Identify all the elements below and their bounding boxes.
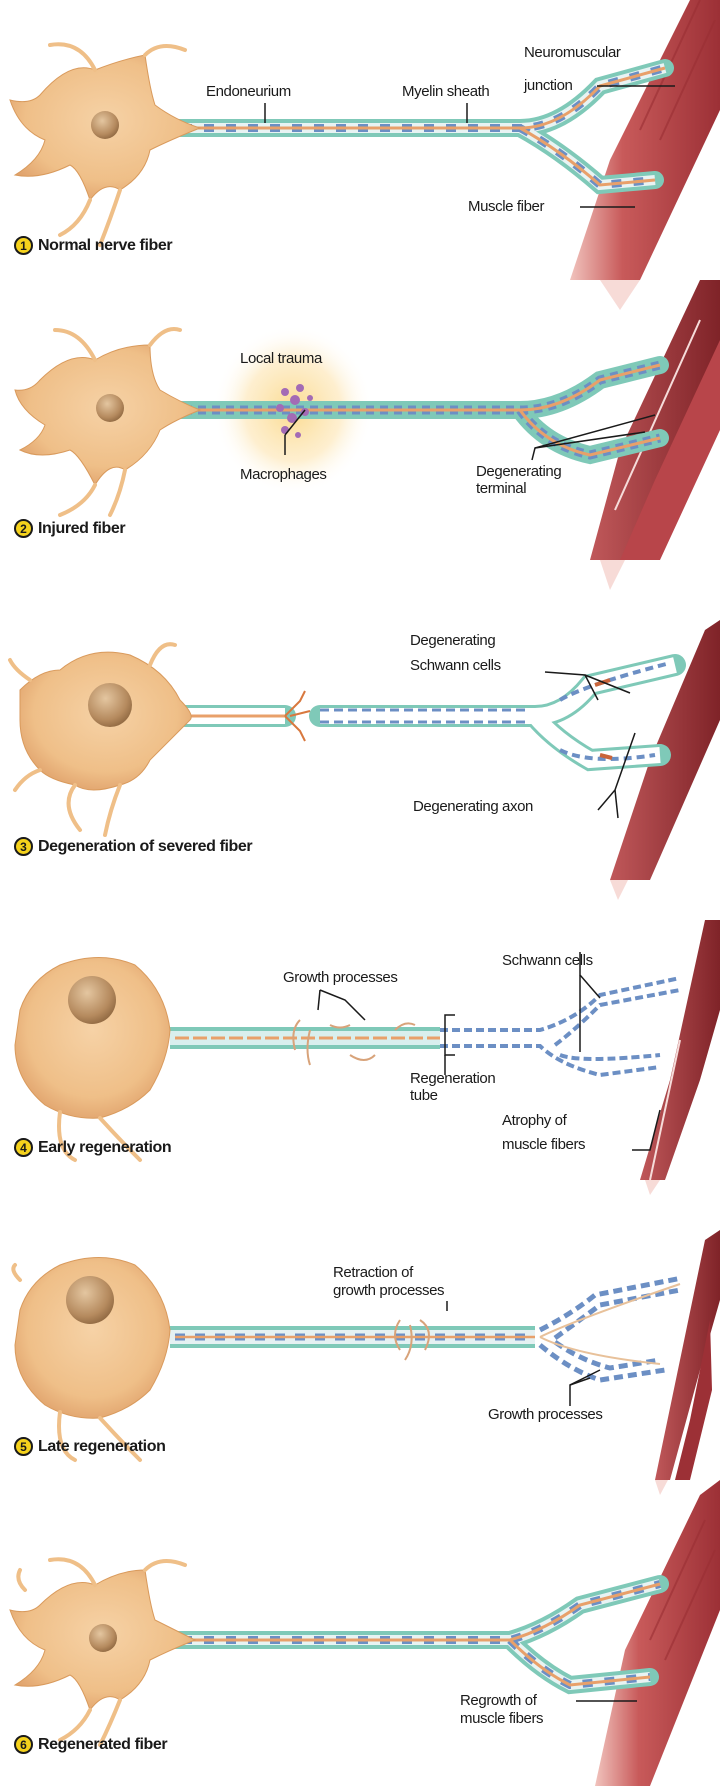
label-neuromuscular-junction-line2: junction	[524, 77, 573, 94]
muscle-fiber-shape	[645, 1180, 720, 1480]
caption-text: Degeneration of severed fiber	[38, 837, 253, 855]
label-neuromuscular-junction-line1: Neuromuscular	[524, 44, 621, 61]
step-number-badge: 1	[14, 236, 33, 255]
caption-text: Early regeneration	[38, 1138, 172, 1156]
panel-caption: 6 Regenerated fiber	[14, 1735, 168, 1754]
neuron-cell-body	[8, 642, 192, 837]
neuron-cell-body	[9, 1557, 197, 1747]
panel-caption: 5 Late regeneration	[14, 1437, 166, 1456]
neuron-cell-body	[9, 42, 202, 247]
neuron-cell-body	[14, 957, 171, 1162]
nerve-fiber-shape	[151, 59, 674, 195]
label-degenerating-terminal-line1: Degenerating	[476, 463, 562, 480]
panel-regenerated-fiber: Regrowth of muscle fibers 6 Regenerated …	[0, 1480, 720, 1786]
caption-text: Late regeneration	[38, 1437, 166, 1455]
leader-lines	[264, 85, 675, 208]
injured-fiber-illustration	[14, 280, 720, 560]
label-degenerating-schwann-line2: Schwann cells	[410, 657, 501, 674]
label-degenerating-terminal-line2: terminal	[476, 480, 527, 497]
panel-degeneration-severed-fiber: Degenerating Schwann cells Degenerating …	[0, 560, 720, 880]
leader-lines	[284, 409, 656, 461]
panel-late-regeneration: Retraction of growth processes Growth pr…	[0, 1180, 720, 1480]
nerve-fiber-shape	[174, 654, 686, 772]
panel-early-regeneration: Growth processes Schwann cells Regenerat…	[0, 880, 720, 1180]
step-number-badge: 3	[14, 837, 33, 856]
late-regeneration-illustration	[11, 1180, 720, 1480]
nucleus	[91, 111, 119, 139]
panel-caption: 1 Normal nerve fiber	[14, 236, 173, 255]
step-number-badge: 2	[14, 519, 33, 538]
muscle-fiber-shape	[600, 560, 720, 880]
panel-injured-fiber: Local trauma Macrophages Degenerating te…	[0, 280, 720, 560]
label-atrophy-line2: muscle fibers	[502, 1136, 586, 1153]
label-local-trauma: Local trauma	[240, 350, 322, 367]
step-number-badge: 4	[14, 1138, 33, 1157]
label-regrowth-line2: muscle fibers	[460, 1710, 544, 1727]
step-number-badge: 5	[14, 1437, 33, 1456]
nerve-fiber-shape	[161, 356, 669, 465]
label-growth-processes: Growth processes	[283, 969, 398, 986]
muscle-fiber-shape	[590, 280, 720, 560]
panel-caption: 4 Early regeneration	[14, 1138, 172, 1157]
macrophages-cluster	[276, 384, 313, 438]
label-degenerating-axon: Degenerating axon	[413, 798, 533, 815]
label-myelin-sheath: Myelin sheath	[402, 83, 490, 100]
label-retraction-line2: growth processes	[333, 1282, 445, 1299]
step-number-badge: 6	[14, 1735, 33, 1754]
label-endoneurium: Endoneurium	[206, 83, 291, 100]
nerve-fiber-shape	[170, 976, 681, 1078]
label-atrophy-line1: Atrophy of	[502, 1112, 567, 1129]
label-macrophages: Macrophages	[240, 466, 327, 483]
label-regrowth-line1: Regrowth of	[460, 1692, 537, 1709]
neuron-cell-body	[11, 1257, 171, 1462]
label-regeneration-tube-line1: Regeneration	[410, 1070, 496, 1087]
muscle-fiber-shape	[595, 1480, 720, 1786]
caption-text: Injured fiber	[38, 519, 126, 537]
label-muscle-fiber: Muscle fiber	[468, 198, 545, 215]
panel-caption: 2 Injured fiber	[14, 519, 126, 538]
leader-lines	[446, 1301, 601, 1406]
normal-nerve-illustration	[9, 0, 720, 280]
neuron-cell-body	[14, 327, 202, 517]
nerve-fiber-shape	[170, 1275, 683, 1383]
leader-lines	[317, 952, 661, 1151]
muscle-fiber-shape	[570, 0, 720, 280]
label-schwann-cells: Schwann cells	[502, 952, 593, 969]
caption-text: Regenerated fiber	[38, 1735, 168, 1753]
label-growth-processes: Growth processes	[488, 1406, 603, 1423]
muscle-fiber-shape	[610, 880, 720, 1180]
label-degenerating-schwann-line1: Degenerating	[410, 632, 496, 649]
caption-text: Normal nerve fiber	[38, 236, 173, 254]
leader-lines	[544, 671, 636, 819]
panel-caption: 3 Degeneration of severed fiber	[14, 837, 253, 856]
degeneration-illustration	[8, 560, 720, 880]
label-regeneration-tube-line2: tube	[410, 1087, 438, 1104]
panel-normal-nerve-fiber: Endoneurium Myelin sheath Neuromuscular …	[0, 0, 720, 280]
label-retraction-line1: Retraction of	[333, 1264, 413, 1281]
regenerated-fiber-illustration	[9, 1480, 720, 1786]
growth-processes-sprouts	[292, 1019, 416, 1066]
early-regeneration-illustration	[14, 880, 720, 1180]
nerve-fiber-shape	[151, 1575, 669, 1695]
